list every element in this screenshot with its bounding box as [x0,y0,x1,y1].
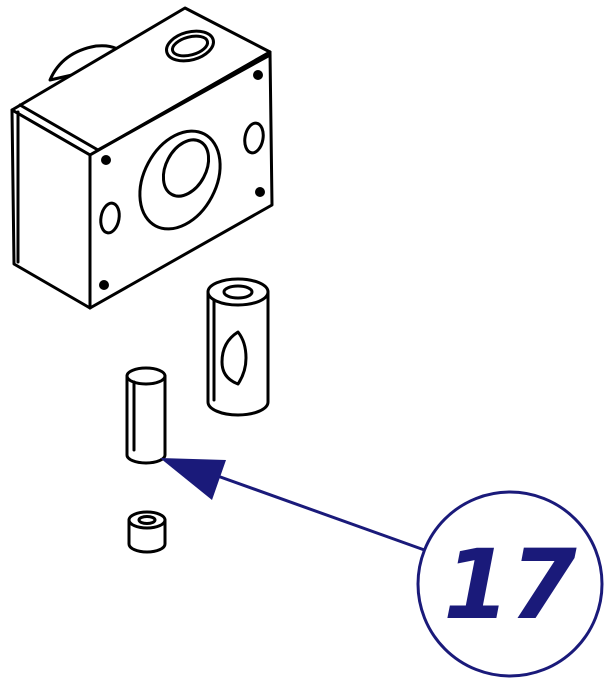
valve-block-bolt-hole [253,70,263,80]
valve-block-edge-lines [16,53,272,264]
pin [125,366,167,465]
plug-screw-top [127,510,167,530]
plug-screw-socket [137,515,157,525]
valve-block-top-port [165,29,215,63]
pin-body [125,374,167,465]
leader-arrowhead [160,458,226,500]
valve-block-bolt-hole [255,187,265,197]
valve-block-top-port-inner [170,34,210,58]
valve-block-side-port-right [243,121,265,155]
spool-sleeve [206,277,270,417]
callout-number: 17 [443,529,577,641]
spool-sleeve-body [206,290,270,417]
valve-block-bolt-hole [101,155,111,165]
callout-circle [416,490,604,678]
leader-line [211,472,431,554]
valve-block-side-port-left [99,201,121,235]
valve-block-bolt-hole [99,280,109,290]
plug-screw [127,510,167,554]
pin-top [125,366,167,386]
valve-block-main-bore-inner [161,138,211,198]
spool-sleeve-bore [222,284,254,300]
spool-sleeve-cross-port [220,330,248,386]
callout-17: 17 [160,458,604,678]
valve-block [10,6,274,310]
valve-block-main-bore [138,129,222,231]
spool-sleeve-top [206,277,270,307]
